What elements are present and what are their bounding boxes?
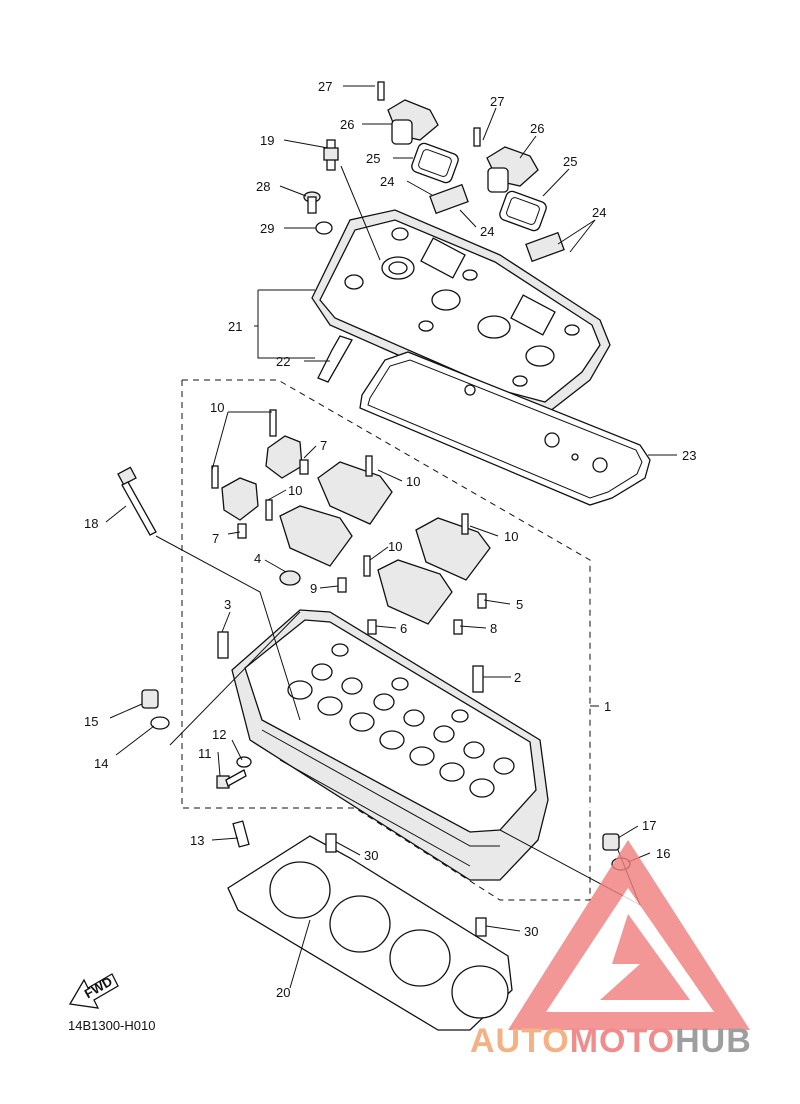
callout-19: 19 [260, 133, 274, 148]
assembly-boundary [181, 379, 591, 901]
dowel-pin-9 [337, 577, 347, 593]
fwd-arrow-icon: FWD [68, 973, 119, 1009]
leader-lines [105, 85, 677, 989]
callout-24-center: 24 [480, 224, 494, 239]
connector-24-a [429, 183, 469, 215]
callout-26-right: 26 [530, 121, 544, 136]
bolt-11 [216, 769, 247, 789]
cylinder-head-gasket [227, 835, 513, 1031]
callout-25-right: 25 [563, 154, 577, 169]
washer-12 [236, 756, 252, 768]
callout-4: 4 [254, 551, 261, 566]
callout-30-lower: 30 [524, 924, 538, 939]
seal-25-left [411, 142, 459, 184]
ignition-coil-right [473, 127, 539, 193]
callout-24-right: 24 [592, 205, 606, 220]
stud-3 [217, 631, 229, 659]
stud-13 [232, 820, 250, 848]
dowel-pin-6 [367, 619, 377, 635]
callout-6: 6 [400, 621, 407, 636]
dowel-pin-8 [453, 619, 463, 635]
logo-word-moto: MOTO [569, 1022, 676, 1060]
callout-16: 16 [656, 846, 670, 861]
callout-2: 2 [514, 670, 521, 685]
callout-26-left: 26 [340, 117, 354, 132]
diagram-code: 14B1300-H010 [68, 1018, 156, 1033]
callout-27-right: 27 [490, 94, 504, 109]
dowel-30-a [325, 833, 337, 853]
callout-10-right: 10 [504, 529, 518, 544]
logo-word-hub: HUB [675, 1022, 752, 1060]
seal-25-right [499, 190, 547, 232]
bolt-28 [303, 191, 321, 214]
callout-14: 14 [94, 756, 108, 771]
automotohub-logo-mark [508, 840, 750, 1030]
bracket [317, 335, 353, 383]
callout-11: 11 [198, 746, 212, 761]
callout-24-left: 24 [380, 174, 394, 189]
washer-14 [150, 716, 170, 730]
plug-4 [279, 570, 301, 586]
nut-15 [141, 689, 159, 709]
callout-23: 23 [682, 448, 696, 463]
automotohub-logo-text: AUTOMOTOHUB [470, 1022, 752, 1061]
washer-29 [315, 221, 333, 235]
callout-25-left: 25 [366, 151, 380, 166]
callout-10-mid-left: 10 [288, 483, 302, 498]
callout-5: 5 [516, 597, 523, 612]
callout-3: 3 [224, 597, 231, 612]
callout-29: 29 [260, 221, 274, 236]
dowel-pin-7a [299, 459, 309, 475]
callout-12: 12 [212, 727, 226, 742]
camshaft-caps [211, 409, 491, 625]
bolt-17 [602, 833, 620, 851]
connector-24-b [525, 231, 565, 263]
callout-13: 13 [190, 833, 204, 848]
bolt-18 [117, 466, 157, 536]
callout-30-upper: 30 [364, 848, 378, 863]
callout-22: 22 [276, 354, 290, 369]
callout-8: 8 [490, 621, 497, 636]
head-cover [311, 209, 611, 416]
spark-plug [323, 139, 339, 171]
callout-9: 9 [310, 581, 317, 596]
callout-18: 18 [84, 516, 98, 531]
callout-17: 17 [642, 818, 656, 833]
callout-28: 28 [256, 179, 270, 194]
callout-20: 20 [276, 985, 290, 1000]
head-cover-gasket [359, 351, 651, 506]
ignition-coil-left [377, 81, 439, 145]
dowel-pin-7b [237, 523, 247, 539]
callout-10-mid-right: 10 [406, 474, 420, 489]
callout-21: 21 [228, 319, 242, 334]
callout-1: 1 [604, 699, 611, 714]
callout-10-top: 10 [210, 400, 224, 415]
dowel-pin-5 [477, 593, 487, 609]
callout-labels: 27 26 25 24 27 26 25 24 24 24 19 28 29 2… [84, 79, 696, 1000]
callout-15: 15 [84, 714, 98, 729]
callout-27-left: 27 [318, 79, 332, 94]
guide-2 [472, 665, 484, 693]
callout-7-bottom: 7 [212, 531, 219, 546]
cylinder-head [231, 609, 549, 881]
dowel-30-b [475, 917, 487, 937]
logo-word-auto: AUTO [470, 1022, 570, 1060]
callout-7-top: 7 [320, 438, 327, 453]
callout-10-lower: 10 [388, 539, 402, 554]
